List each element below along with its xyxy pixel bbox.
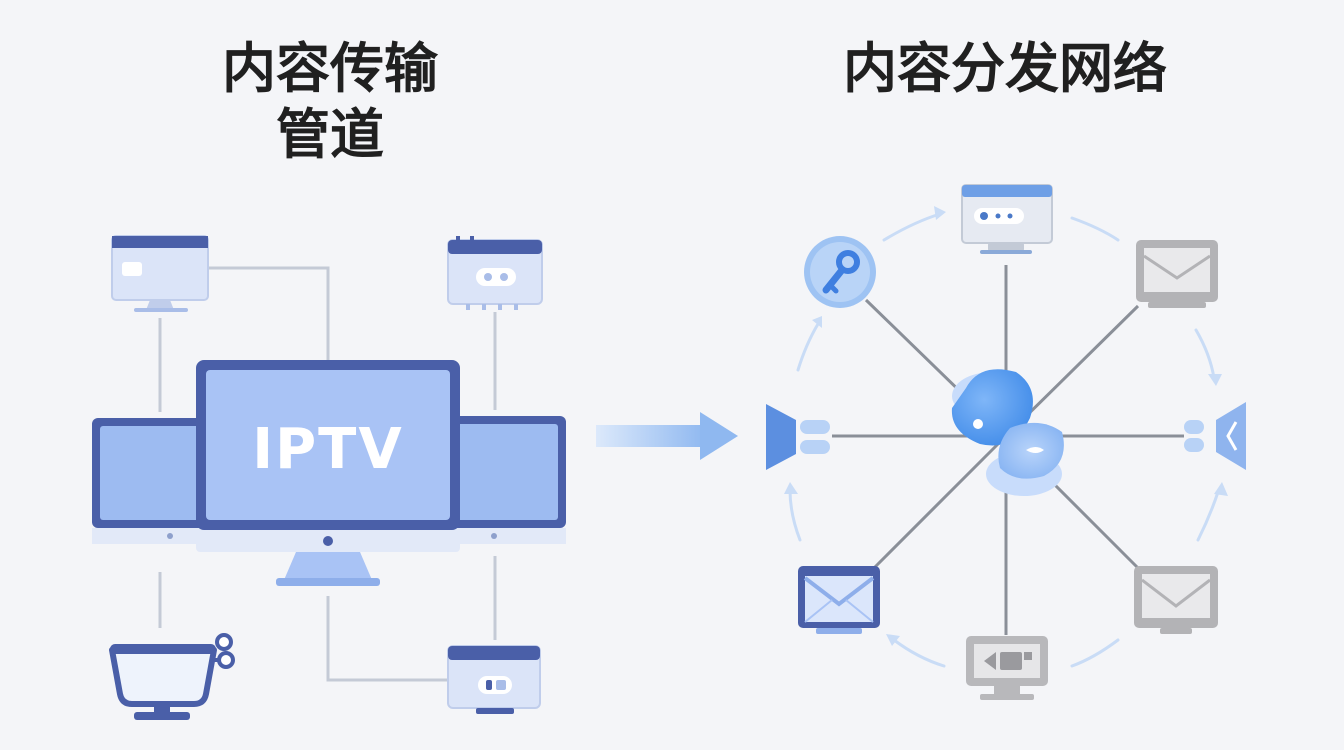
orbit-arrowhead: [1214, 482, 1228, 496]
pipeline-title-line2: 管道: [276, 103, 384, 166]
cdn-title: 内容分发网络: [843, 37, 1167, 100]
orbit-arrow: [882, 212, 942, 242]
orbit-arrowhead: [1208, 374, 1222, 386]
mail-monitor-icon: [1134, 566, 1218, 634]
side-monitor-left: [92, 418, 222, 544]
cdn-orbit-arrows: [788, 212, 1220, 668]
orbit-arrow: [1070, 638, 1120, 668]
orbit-arrow: [788, 488, 802, 542]
orbit-arrow: [892, 638, 946, 668]
mail-monitor-icon: [1136, 240, 1218, 308]
set-top-box-icon: [447, 645, 541, 714]
orbit-arrowhead: [886, 634, 900, 646]
iptv-monitor: IPTV: [196, 360, 460, 586]
orbit-arrow: [1194, 328, 1216, 380]
camera-monitor-icon: [966, 636, 1048, 700]
orbit-arrow: [1196, 490, 1220, 542]
pipeline-title: 内容传输 管道: [190, 36, 470, 168]
pipeline-title-line1: 内容传输: [222, 37, 438, 100]
browser-window-icon: [111, 235, 209, 312]
cdn-hub-icon: [951, 369, 1064, 496]
connector-line: [208, 266, 330, 362]
speaker-icon: [1184, 402, 1246, 470]
browser-window-icon: [961, 184, 1053, 254]
flow-arrow: [596, 412, 738, 460]
mail-monitor-icon: [798, 566, 880, 634]
side-monitor-right: [438, 416, 566, 544]
iptv-label: IPTV: [252, 417, 403, 482]
pipeline-diagram: IPTV: [92, 235, 566, 720]
orbit-arrowhead: [934, 206, 946, 220]
router-icon: [447, 236, 543, 310]
teacup-monitor-icon: [109, 633, 235, 720]
key-icon: [804, 236, 876, 308]
orbit-arrowhead: [784, 482, 798, 494]
orbit-arrow: [1070, 216, 1120, 242]
orbit-arrowhead: [812, 316, 822, 328]
cdn-diagram: [766, 184, 1246, 700]
connector-line: [326, 596, 448, 682]
orbit-arrowheads: [784, 206, 1228, 646]
speaker-icon: [766, 404, 830, 470]
pipeline-connectors: [158, 266, 497, 682]
spoke-line: [872, 434, 1008, 570]
orbit-arrow: [796, 322, 820, 372]
